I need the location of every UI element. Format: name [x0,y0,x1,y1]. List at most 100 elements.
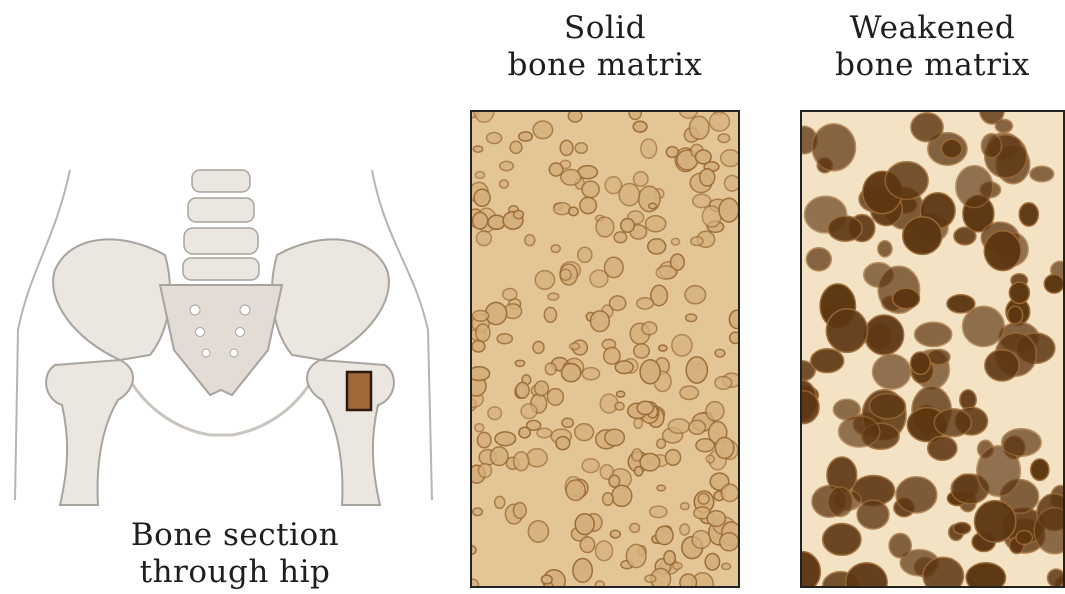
bone-pore [680,386,699,399]
bone-pore [645,575,656,582]
bone-pore [541,575,552,584]
bone-pore [893,288,920,308]
spine [183,170,259,280]
bone-pore [470,367,490,381]
bone-pore [603,493,614,506]
bone-pore [641,139,657,158]
bone-pore [1030,166,1054,182]
bone-pore [575,424,594,441]
bone-pore [500,180,509,188]
bone-pore [548,293,559,300]
bone-pore [634,418,642,428]
bone-pore [570,343,580,350]
bone-pore [691,237,703,246]
bone-pore [1016,531,1033,545]
bone-pore [582,181,599,198]
bone-pore [839,416,880,447]
bone-pore [582,368,599,380]
bone-pore [1031,459,1049,480]
bone-pore [721,150,740,167]
bone-pore [645,216,665,232]
bone-pore [545,363,556,375]
bone-pore [673,563,682,570]
bone-pore [575,514,594,535]
bone-pore [615,402,624,410]
bone-pore [942,139,962,158]
bone-pore [718,134,729,143]
bone-pore [715,349,725,357]
bone-pore [985,350,1019,381]
pelvis-illustration [0,160,440,510]
bone-pore [648,239,666,254]
bone-pore [642,322,657,335]
bone-pore [806,248,831,271]
bone-pore [1044,275,1064,294]
bone-pore [928,436,957,460]
bone-pore [710,112,730,131]
bone-section-label: Bone section through hip [55,517,415,590]
bone-pore [915,322,952,346]
bone-pore [975,501,1016,543]
bone-pore [640,454,660,471]
bone-pore [680,574,697,588]
bone-pore [696,439,714,452]
bone-pore [519,427,530,438]
bone-pore [812,124,855,171]
solid-matrix-label: Solid bone matrix [470,10,740,83]
bone-pore [527,449,547,467]
bone-pore [551,245,560,253]
bone-pore [656,526,673,544]
bone-pore [693,194,711,207]
bone-pore [640,360,660,384]
body-outline-left [15,170,70,500]
bone-pore [706,402,724,421]
bone-pore [519,132,533,141]
bone-pore [566,480,585,500]
bone-pore [479,464,492,478]
bone-pore [671,238,679,245]
bone-pore [535,271,554,290]
bone-pore [828,216,862,241]
weakened-matrix-label-line2: bone matrix [800,47,1065,84]
right-hip-bone [272,239,389,360]
bone-pore [562,364,581,382]
bone-pore [521,404,537,419]
bone-section-marker [347,372,371,410]
bone-pore [487,133,502,144]
bone-pore [672,335,692,356]
solid-matrix-label-line1: Solid [470,10,740,47]
bone-pore [612,485,632,506]
bone-pore [700,169,715,186]
bone-pore [633,121,647,132]
bone-pore [630,523,640,532]
bone-pore [696,150,712,164]
bone-pore [637,298,654,309]
bone-pore [621,219,635,233]
bone-pore [1008,306,1023,324]
bone-pore [953,523,970,535]
bone-pore [689,116,709,139]
bone-pore [533,341,544,353]
bone-pore [896,477,937,513]
weakened-bone-matrix-image [800,110,1065,588]
bone-pore [596,217,614,237]
bone-pore [719,198,739,222]
bone-pore [1048,569,1065,587]
bone-section-label-line2: through hip [55,554,415,591]
bone-pore [725,176,740,192]
bone-pore [721,484,738,501]
bone-pore [984,231,1021,271]
bone-pore [605,177,621,194]
bone-pore [911,352,931,374]
bone-pore [537,428,552,437]
bone-pore [656,266,676,279]
bone-pore [1019,203,1038,226]
bone-pore [873,354,911,389]
bone-pore [575,143,587,154]
bone-pore [934,409,971,437]
sacrum [160,285,282,395]
bone-pore [865,315,904,355]
left-hip-bone [53,239,170,360]
bone-pore [869,394,905,419]
bone-pore [495,496,505,508]
